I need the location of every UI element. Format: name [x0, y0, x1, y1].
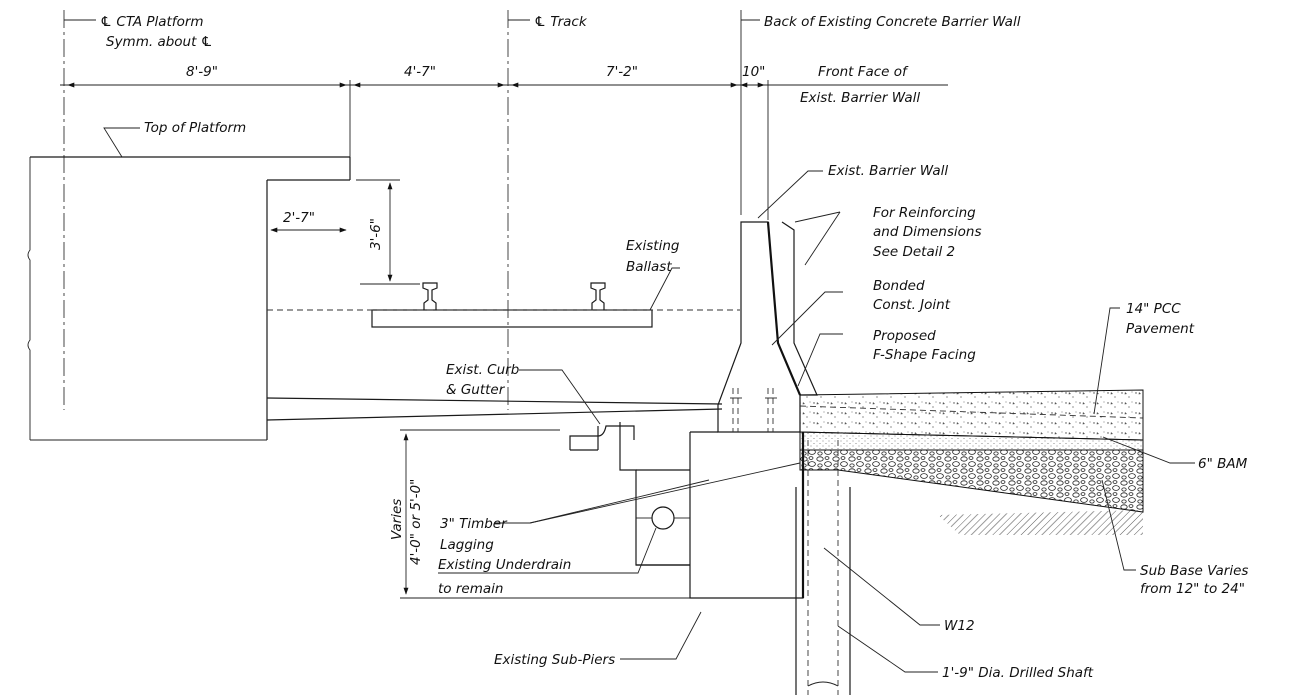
label-curb-gutter-2: & Gutter — [446, 382, 506, 398]
platform — [27, 156, 351, 441]
label-front-face-2: Exist. Barrier Wall — [800, 90, 920, 106]
label-bonded-joint-2: Const. Joint — [873, 297, 951, 313]
label-bonded-joint: Bonded — [873, 278, 925, 294]
label-curb-gutter: Exist. Curb — [446, 362, 519, 378]
curb-gutter — [569, 425, 635, 451]
leaders — [103, 127, 1195, 673]
dimension-string — [60, 80, 948, 160]
dim-label-4-7: 4'-7" — [404, 64, 436, 80]
dim-label-8-9: 8'-9" — [186, 64, 218, 80]
drilled-shaft — [795, 432, 851, 695]
label-pcc-pavement-2: Pavement — [1126, 321, 1195, 337]
track-tie — [371, 309, 653, 328]
label-drilled-shaft: 1'-9" Dia. Drilled Shaft — [942, 665, 1094, 681]
pcc-pavement — [799, 389, 1144, 441]
rail-right — [590, 282, 606, 310]
rail-left — [422, 282, 438, 310]
label-existing-ballast-2: Ballast — [626, 259, 672, 275]
label-sub-base-2: from 12" to 24" — [1140, 581, 1245, 597]
label-varies: Varies — [389, 499, 405, 540]
label-proposed-facing: Proposed — [873, 328, 936, 344]
subbase-gravel — [799, 449, 1144, 513]
label-bam: 6" BAM — [1198, 456, 1248, 472]
label-sub-piers: Existing Sub-Piers — [494, 652, 615, 668]
subgrade-earth — [938, 510, 1143, 535]
label-exist-barrier-wall: Exist. Barrier Wall — [828, 163, 948, 179]
underdrain-pipe — [636, 506, 690, 530]
label-pcc-pavement: 14" PCC — [1126, 301, 1181, 317]
centerline-track — [507, 10, 530, 410]
label-sub-base: Sub Base Varies — [1140, 563, 1248, 579]
label-timber-lagging: 3" Timber — [440, 516, 508, 532]
label-varies-dims: 4'-0" or 5'-0" — [408, 479, 424, 565]
label-existing-ballast: Existing — [626, 238, 680, 254]
label-track-centerline: ℄ Track — [534, 14, 588, 30]
centerline-platform — [63, 10, 96, 410]
barrier-wall — [717, 221, 801, 433]
dim-label-7-2: 7'-2" — [606, 64, 638, 80]
track-slab — [266, 397, 723, 421]
label-front-face: Front Face of — [818, 64, 909, 80]
label-cta-platform-symm: Symm. about ℄ — [106, 34, 213, 50]
back-of-wall-line — [740, 10, 760, 215]
dim-label-3-6: 3'-6" — [368, 218, 384, 250]
dim-label-10: 10" — [742, 64, 765, 80]
label-top-of-platform: Top of Platform — [144, 120, 246, 136]
dim-label-2-7: 2'-7" — [283, 210, 315, 226]
label-back-of-wall: Back of Existing Concrete Barrier Wall — [764, 14, 1021, 30]
f-shape-facing — [766, 221, 818, 396]
label-cta-platform: ℄ CTA Platform — [100, 14, 204, 30]
label-underdrain-2: to remain — [438, 581, 503, 597]
sub-pier — [619, 422, 804, 599]
label-underdrain: Existing Underdrain — [438, 557, 571, 573]
label-proposed-facing-2: F-Shape Facing — [873, 347, 976, 363]
label-reinforcing: For Reinforcing — [873, 205, 976, 221]
label-timber-lagging-2: Lagging — [440, 537, 494, 553]
label-reinforcing-2: and Dimensions — [873, 224, 981, 240]
pavement-joint-line — [799, 405, 1144, 419]
label-reinforcing-3: See Detail 2 — [873, 244, 955, 260]
dim-rail-height — [356, 179, 420, 285]
dim-varies — [400, 429, 690, 599]
label-w12: W12 — [944, 618, 975, 634]
